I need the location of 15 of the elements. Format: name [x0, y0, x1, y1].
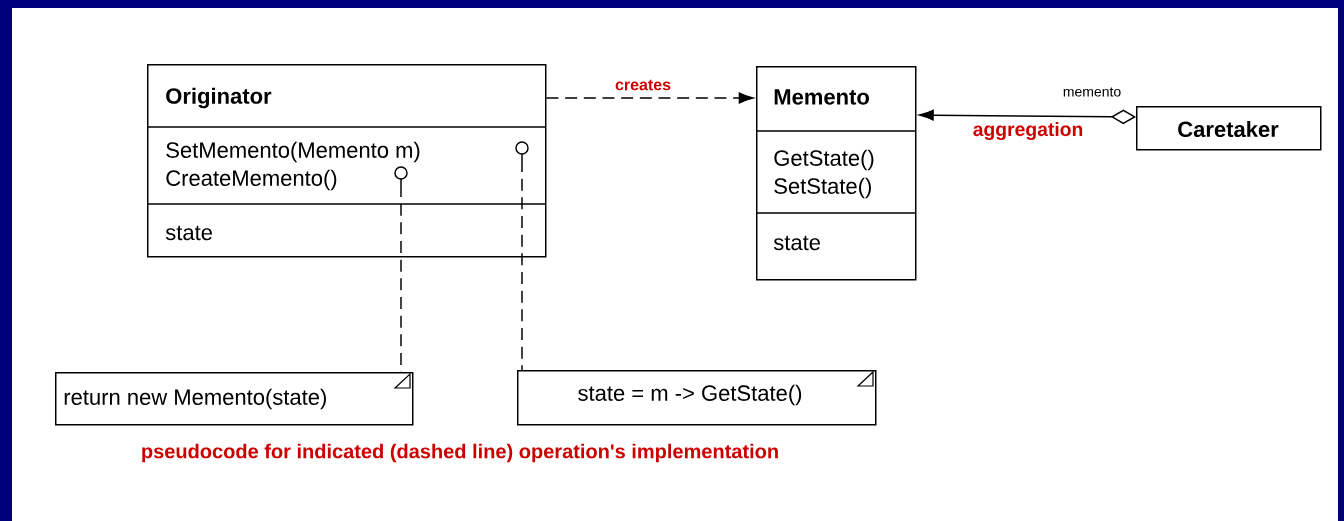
class-box: Memento GetState() SetState() state	[755, 66, 917, 281]
node-label: SetMemento(Memento m)	[166, 141, 420, 163]
role-label: memento	[1063, 87, 1121, 97]
edge-label: aggregation	[971, 120, 1085, 142]
node-label: state	[165, 225, 212, 241]
note-box: state = m -> GetState()	[517, 370, 877, 426]
node-label: Originator	[166, 87, 272, 109]
aggregation-arrow	[919, 109, 1136, 125]
note-text: pseudocode for indicated (dashed line) operation's implementation	[142, 443, 778, 463]
node-label: CreateMemento()	[166, 169, 337, 191]
edge-label: creates	[613, 78, 673, 92]
note-box: return new Memento(state)	[55, 372, 414, 426]
class-box: Originator SetMemento(Memento m) CreateMemento() state	[146, 64, 547, 258]
class-box: Caretaker	[1136, 106, 1322, 151]
dashed-arrow	[545, 92, 754, 104]
